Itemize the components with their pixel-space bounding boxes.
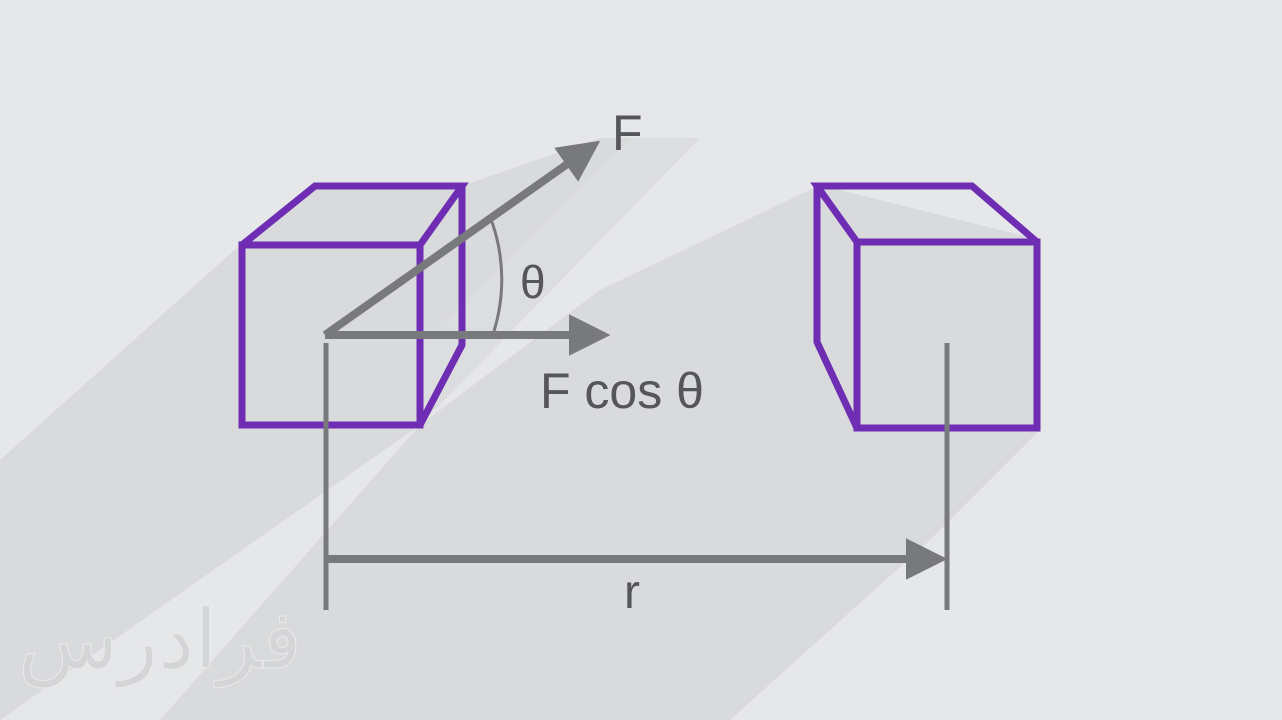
force-arrow <box>322 140 601 339</box>
angle-arc <box>490 221 504 332</box>
faradars-watermark-logo: فرادرس <box>18 593 301 688</box>
force-label: F <box>612 105 643 161</box>
long-shadow-band <box>420 138 700 425</box>
long-shadow-left <box>0 138 632 720</box>
angle-label: θ <box>520 256 546 308</box>
component-label: F cos θ <box>540 363 704 419</box>
displacement-label: r <box>624 566 640 619</box>
